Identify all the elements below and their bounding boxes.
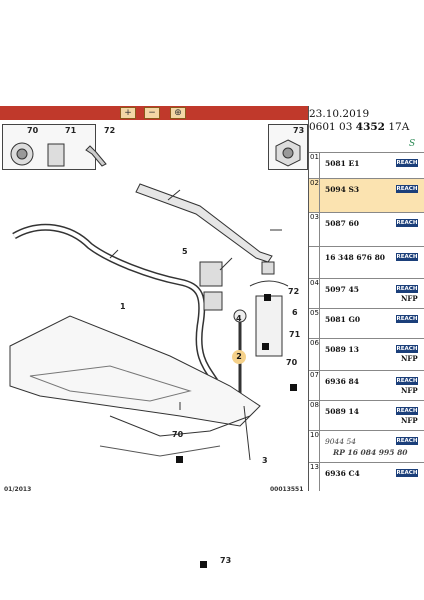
label-71: 71 bbox=[65, 126, 77, 135]
diagram-date-code: 01/2013 bbox=[4, 486, 32, 493]
fastener-marker bbox=[264, 294, 271, 301]
reach-badge: REACH bbox=[396, 377, 418, 385]
reach-badge: REACH bbox=[396, 315, 418, 323]
part-reference[interactable]: 5089 13 bbox=[325, 345, 359, 354]
diagram-ref-code: 00013551 bbox=[270, 486, 304, 493]
part-reference[interactable]: 16 348 676 80 bbox=[325, 253, 386, 262]
parts-row[interactable]: 03 5087 60 REACH bbox=[309, 212, 424, 246]
nfp-flag: NFP bbox=[401, 386, 418, 395]
parts-row[interactable]: 13 6936 C4 REACH bbox=[309, 462, 424, 491]
part-reference[interactable]: 5087 60 bbox=[325, 219, 359, 228]
parts-list-panel: 23.10.2019 0601 03 4352 17A S 01 5081 E1 R… bbox=[309, 106, 424, 491]
part-reference[interactable]: 5089 14 bbox=[325, 407, 359, 416]
header-code: 0601 03 4352 17A bbox=[309, 121, 410, 133]
parts-row[interactable]: 16 348 676 80 REACH bbox=[309, 246, 424, 278]
row-index: 08 bbox=[309, 401, 320, 430]
reach-badge: REACH bbox=[396, 185, 418, 193]
row-index bbox=[309, 247, 320, 278]
nut-illustration bbox=[275, 139, 301, 167]
label-2-highlighted[interactable]: 2 bbox=[232, 350, 246, 364]
diagram-panel: + − ⊕ 70 71 72 73 bbox=[0, 106, 308, 568]
part-reference[interactable]: 6936 C4 bbox=[325, 469, 360, 478]
row-index: 06 bbox=[309, 339, 320, 370]
part-reference[interactable]: 5081 G0 bbox=[325, 315, 361, 324]
reach-badge: REACH bbox=[396, 285, 418, 293]
parts-row[interactable]: 10 9044 54 REACH RP 16 084 995 80 bbox=[309, 430, 424, 462]
zoom-out-icon[interactable]: − bbox=[144, 107, 160, 119]
parts-row[interactable]: 05 5081 G0 REACH bbox=[309, 308, 424, 338]
part-reference[interactable]: 5081 E1 bbox=[325, 159, 360, 168]
reach-badge: REACH bbox=[396, 159, 418, 167]
fasteners-illustration bbox=[10, 142, 107, 167]
fastener-marker bbox=[176, 456, 183, 463]
corner-tag: S bbox=[409, 139, 416, 149]
label-72: 72 bbox=[104, 126, 116, 135]
parts-catalog-view: + − ⊕ 70 71 72 73 bbox=[0, 106, 424, 568]
label-70: 70 bbox=[27, 126, 39, 135]
label-71b: 71 bbox=[289, 330, 301, 339]
row-index: 02 bbox=[309, 179, 320, 212]
suspension-exploded-diagram bbox=[9, 183, 289, 461]
row-index: 07 bbox=[309, 371, 320, 400]
reach-badge: REACH bbox=[396, 407, 418, 415]
label-73b: 73 bbox=[220, 556, 232, 565]
zoom-fit-icon[interactable]: ⊕ bbox=[170, 107, 186, 119]
fastener-marker bbox=[262, 343, 269, 350]
part-reference[interactable]: 9044 54 bbox=[325, 437, 357, 446]
diagram-toolbar: + − ⊕ bbox=[0, 106, 308, 120]
parts-row[interactable]: 02 5094 S3 REACH bbox=[309, 178, 424, 212]
row-index: 05 bbox=[309, 309, 320, 338]
part-reference[interactable]: 5097 45 bbox=[325, 285, 359, 294]
label-3: 3 bbox=[262, 456, 268, 465]
part-reference[interactable]: 5094 S3 bbox=[325, 185, 360, 194]
row-index: 10 bbox=[309, 431, 320, 462]
label-1: 1 bbox=[120, 302, 126, 311]
label-5: 5 bbox=[182, 247, 188, 256]
header-date: 23.10.2019 bbox=[309, 108, 370, 120]
reach-badge: REACH bbox=[396, 469, 418, 477]
part-reference[interactable]: 6936 84 bbox=[325, 377, 359, 386]
reach-badge: REACH bbox=[396, 219, 418, 227]
row-index: 01 bbox=[309, 153, 320, 178]
row-index: 13 bbox=[309, 463, 320, 491]
parts-row[interactable]: 01 5081 E1 REACH bbox=[309, 152, 424, 178]
label-4: 4 bbox=[236, 314, 242, 323]
fastener-marker bbox=[290, 384, 297, 391]
label-73: 73 bbox=[293, 126, 305, 135]
part-note: RP 16 084 995 80 bbox=[333, 448, 408, 457]
label-72b: 72 bbox=[288, 287, 300, 296]
nfp-flag: NFP bbox=[401, 354, 418, 363]
reach-badge: REACH bbox=[396, 345, 418, 353]
row-index: 03 bbox=[309, 213, 320, 246]
label-70b: 70 bbox=[286, 358, 298, 367]
reach-badge: REACH bbox=[396, 437, 418, 445]
row-index: 04 bbox=[309, 279, 320, 308]
panel-divider bbox=[308, 106, 309, 491]
label-70c: 70 bbox=[172, 430, 184, 439]
fastener-marker bbox=[200, 561, 207, 568]
label-6: 6 bbox=[292, 308, 298, 317]
nfp-flag: NFP bbox=[401, 294, 418, 303]
nfp-flag: NFP bbox=[401, 416, 418, 425]
reach-badge: REACH bbox=[396, 253, 418, 261]
zoom-in-icon[interactable]: + bbox=[120, 107, 136, 119]
